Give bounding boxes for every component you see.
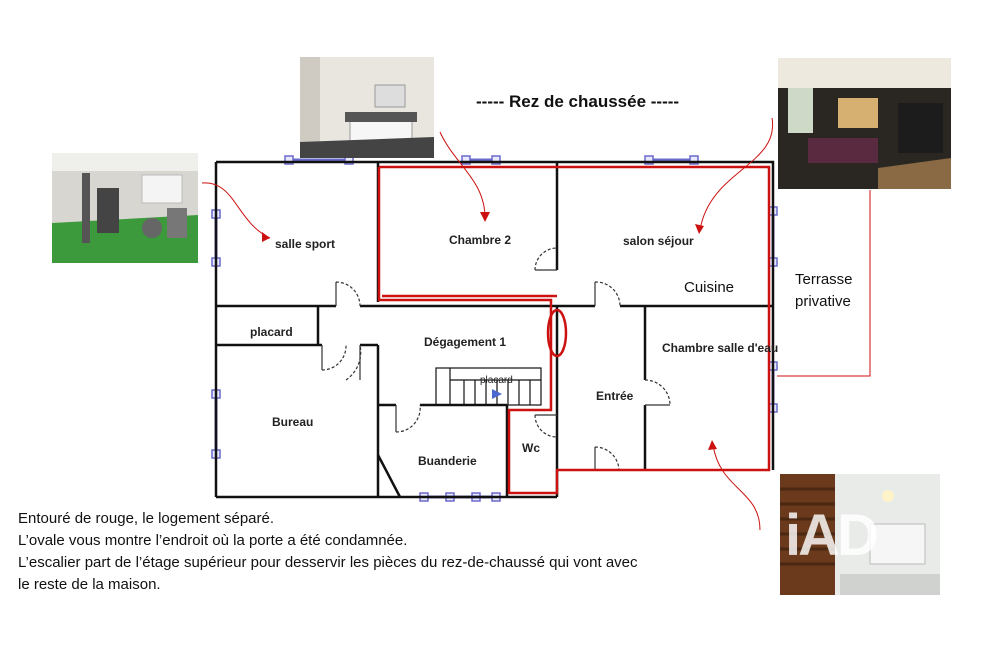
room-label-bureau: Bureau — [272, 415, 313, 429]
room-label-entree: Entrée — [596, 389, 634, 403]
terrace-leader — [777, 190, 871, 377]
room-label-buanderie: Buanderie — [418, 454, 477, 468]
photo-chambre-salle-eau: iAD — [780, 474, 940, 595]
doors — [321, 247, 671, 471]
photo-gym — [52, 153, 198, 263]
watermark-logo: iAD — [785, 503, 879, 568]
plan-title: ----- Rez de chaussée ----- — [476, 92, 679, 111]
notes-text: Entouré de rouge, le logement séparé. L’… — [18, 508, 738, 596]
room-label-chambre-2: Chambre 2 — [449, 233, 511, 247]
staircase — [435, 367, 542, 406]
photo-arrows — [201, 117, 774, 531]
photo-salon — [778, 58, 951, 189]
room-label-degagement: Dégagement 1 — [424, 335, 506, 349]
terrace-label-line2: privative — [795, 293, 851, 310]
room-label-salle-sport: salle sport — [275, 237, 335, 251]
note-line-1: Entouré de rouge, le logement séparé. — [18, 510, 275, 527]
terrace-label-line1: Terrasse — [795, 271, 853, 288]
note-line-2: L’ovale vous montre l’endroit où la port… — [18, 532, 408, 549]
room-label-salon-sejour: salon séjour — [623, 234, 694, 248]
walls — [214, 160, 775, 499]
note-line-3: L’escalier part de l’étage supérieur pou… — [18, 554, 638, 571]
note-line-4: le reste de la maison. — [18, 576, 161, 593]
room-label-cuisine: Cuisine — [684, 279, 734, 296]
windows — [211, 155, 778, 502]
room-label-placard: placard — [250, 325, 293, 339]
separate-unit-outline — [377, 165, 771, 495]
photo-chambre-2 — [300, 57, 434, 158]
room-label-wc: Wc — [522, 441, 540, 455]
room-label-placard-stairs: placard — [480, 375, 513, 386]
room-label-chambre-salle-eau: Chambre salle d'eau — [662, 341, 778, 355]
